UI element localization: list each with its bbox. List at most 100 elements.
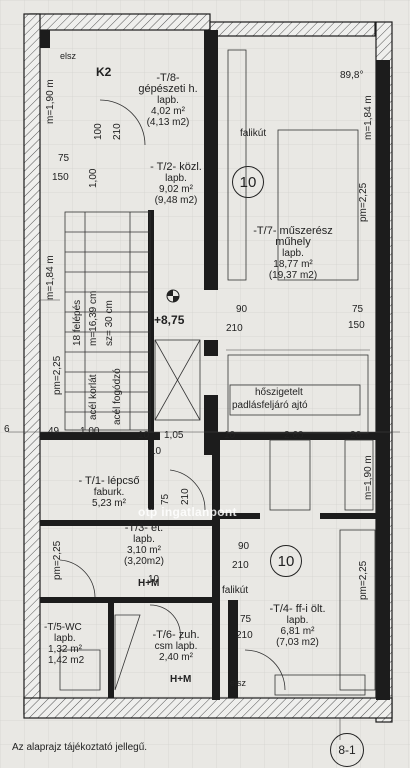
footer-note: Az alaprajz tájékoztató jellegű. xyxy=(12,742,148,753)
room-t7-area: 18,77 m² xyxy=(273,259,313,270)
watermark: otp ingatlanpont xyxy=(138,505,237,519)
dim-75a: 75 xyxy=(58,153,70,164)
label-hm2: H+M xyxy=(170,674,192,685)
room-t1: - T/1- lépcső faburk. 5,23 m² xyxy=(54,475,164,510)
room-t7-sub: műhely xyxy=(275,236,311,248)
dim-pm225d: pm=2,25 xyxy=(358,560,369,600)
label-rail1: acél korlát xyxy=(88,374,99,420)
dim-m190: m=1,90 m xyxy=(45,79,56,124)
dim-pm225c: pm=2,25 xyxy=(52,540,63,580)
level-circle-1: 10 xyxy=(232,166,264,198)
label-elsz-top: elsz xyxy=(60,51,77,61)
dim-m190b: m=1,90 m xyxy=(363,455,374,500)
dim-75b: 75 xyxy=(352,304,364,315)
room-t7-area2: (19,37 m2) xyxy=(268,270,318,281)
dim-100b: 1,00 xyxy=(88,168,99,188)
room-t6-kind: csm lapb. xyxy=(154,641,198,652)
room-t2-area: 9,02 m² xyxy=(159,184,193,195)
room-t1-area: 5,23 m² xyxy=(92,498,126,509)
room-t2-area2: (9,48 m2) xyxy=(154,195,198,206)
dim-26: 26 xyxy=(350,430,362,441)
dim-10a: 10 xyxy=(138,430,150,441)
room-t7: -T/7- műszerész műhely lapb. 18,77 m² (1… xyxy=(228,225,358,282)
room-t4-kind: lapb. xyxy=(286,615,309,626)
level-circle-2: 10 xyxy=(270,545,302,577)
dim-150a: 150 xyxy=(52,172,69,183)
label-rail2: acél fogódzó xyxy=(112,368,123,425)
label-hm1: H+M xyxy=(138,578,160,589)
room-t6-area: 2,40 m² xyxy=(159,652,193,663)
dim-10d: 10 xyxy=(148,574,160,585)
room-t5-area: 1,32 m² xyxy=(48,644,82,655)
room-t5: -T/5-WC lapb. 1,32 m² 1,42 m2 xyxy=(44,622,84,666)
dim-75c: 75 xyxy=(160,493,171,505)
wall-bottom xyxy=(23,697,393,719)
room-t2-name: - T/2- közl. xyxy=(150,161,202,173)
room-t8: -T/8- gépészeti h. lapb. 4,02 m² (4,13 m… xyxy=(118,72,218,129)
section-marker: 8-1 xyxy=(330,733,364,767)
room-t8-sub: gépészeti h. xyxy=(138,83,198,95)
room-k2-name: K2 xyxy=(96,65,112,79)
room-t4: -T/4- ff-i ölt. lapb. 6,81 m² (7,03 m2) xyxy=(250,603,345,649)
wall-left xyxy=(23,13,41,715)
room-t1-name: - T/1- lépcső xyxy=(78,475,140,487)
label-elsz-bottom: elsz xyxy=(230,678,247,688)
dim-100: 100 xyxy=(93,123,104,140)
staircase xyxy=(64,211,151,431)
wall-top-left xyxy=(29,13,211,31)
dim-m184b: m=1,84 m xyxy=(363,95,374,140)
room-t3-kind: lapb. xyxy=(133,534,155,545)
room-t4-area2: (7,03 m2) xyxy=(276,637,319,648)
dim-210a: 210 xyxy=(112,123,123,140)
room-t7-name: -T/7- műszerész xyxy=(253,225,333,237)
room-t2: - T/2- közl. lapb. 9,02 m² (9,48 m2) xyxy=(126,161,226,207)
dim-49: 49 xyxy=(48,426,60,437)
room-t8-area2: (4,13 m2) xyxy=(146,117,190,128)
room-t4-area: 6,81 m² xyxy=(280,626,315,637)
dim-angle: 89,8° xyxy=(340,70,364,81)
label-stairs3: sz= 30 cm xyxy=(104,300,115,346)
dim-210b: 210 xyxy=(226,323,243,334)
room-t7-kind: lapb. xyxy=(282,248,304,259)
label-skylight2: padlásfeljáró ajtó xyxy=(232,400,308,411)
dim-6: 6 xyxy=(4,424,10,435)
dim-90c: 90 xyxy=(238,541,250,552)
level-marker: +8,75 xyxy=(154,313,185,327)
dim-10c: 10 xyxy=(150,446,162,457)
room-t2-kind: lapb. xyxy=(165,173,187,184)
dim-90a: 90 xyxy=(236,304,248,315)
label-stairs1: 18 felépés xyxy=(72,299,83,346)
skylight-symbol xyxy=(154,339,361,421)
dim-260: 2,60 xyxy=(284,430,304,441)
room-t3: -T/3- et. lapb. 3,10 m² (3,20m2) xyxy=(104,522,184,568)
dim-75d: 75 xyxy=(240,614,252,625)
dim-10b: 10 xyxy=(224,430,236,441)
dim-100c: 1,00 xyxy=(80,426,100,437)
room-t5-area2: 1,42 m2 xyxy=(48,655,85,666)
dim-210c: 210 xyxy=(180,488,191,505)
dim-105: 1,05 xyxy=(164,430,184,441)
dim-210e: 210 xyxy=(236,630,253,641)
dim-150b: 150 xyxy=(348,320,365,331)
room-t5-kind: lapb. xyxy=(54,633,76,644)
wall-top-right xyxy=(209,21,376,37)
room-t6: -T/6- zuh. csm lapb. 2,40 m² xyxy=(136,629,216,664)
dim-pm225b: pm=2,25 xyxy=(52,355,63,395)
room-t8-name: -T/8- xyxy=(156,72,180,84)
room-t3-name: -T/3- et. xyxy=(124,522,164,534)
label-skylight: hőszigetelt xyxy=(255,387,303,398)
room-t8-kind: lapb. xyxy=(157,95,179,106)
dim-m184a: m=1,84 m xyxy=(45,255,56,300)
room-t6-name: -T/6- zuh. xyxy=(152,629,200,641)
room-t8-area: 4,02 m² xyxy=(151,106,185,117)
label-falikut-bottom: falikút xyxy=(222,585,249,596)
label-stairs2: m=16,39 cm xyxy=(88,290,99,346)
dim-210d: 210 xyxy=(232,560,249,571)
room-t1-kind: faburk. xyxy=(93,487,125,498)
label-falikut-top: falikút xyxy=(240,128,267,139)
dim-pm225a: pm=2,25 xyxy=(358,182,369,222)
room-t4-name: -T/4- ff-i ölt. xyxy=(269,603,326,615)
room-t5-name: -T/5-WC xyxy=(44,622,82,633)
level-marker-symbol xyxy=(166,289,180,303)
